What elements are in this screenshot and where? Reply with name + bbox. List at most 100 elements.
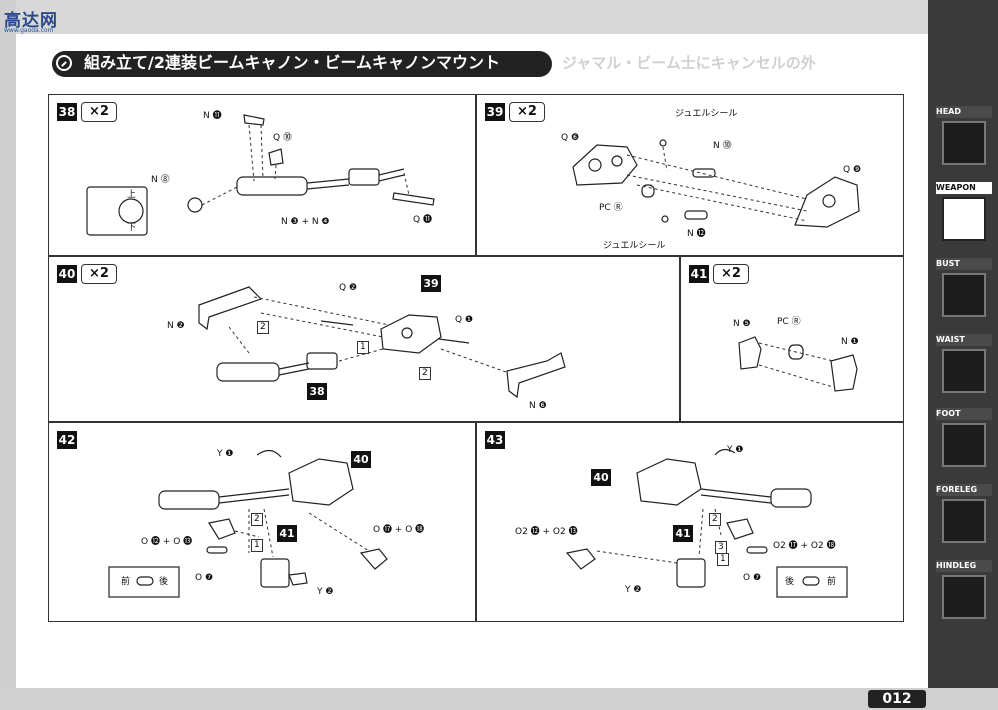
part-label-q11: Q ⓫ bbox=[413, 215, 432, 225]
tab-label: FOOT bbox=[936, 408, 992, 420]
title-bar bbox=[52, 51, 552, 77]
step-39-diagram bbox=[572, 139, 860, 228]
jewel-seal-label-top: ジュエルシール bbox=[675, 109, 738, 119]
callout-2a: 2 bbox=[257, 321, 269, 334]
part-label-o2-12-o2-13: O2 ⓬ + O2 ⓭ bbox=[515, 527, 578, 537]
step-40-panel: 40 ×2 Q ❷ Q ❶ N ❷ N ❻ 39 38 1 2 2 bbox=[48, 256, 680, 422]
step-38-panel: 38 ×2 N ⓫ Q ⓾ N ⓼ N ❸ + N ❹ Q ⓫ 上 下 bbox=[48, 94, 476, 256]
gear-icon bbox=[56, 55, 72, 71]
step-ref-40: 40 bbox=[351, 451, 371, 468]
sidebar-tab-hindleg[interactable]: HINDLEG bbox=[936, 560, 992, 624]
hindleg-icon bbox=[942, 575, 986, 619]
step-43-diagram bbox=[565, 448, 848, 598]
head-icon bbox=[942, 121, 986, 165]
step-number: 38 bbox=[57, 103, 77, 121]
step-39-panel: 39 ×2 ジュエルシール Q ❻ N ⓾ Q ❾ PC Ⓡ N ⓬ ジュエルシ… bbox=[476, 94, 904, 256]
part-label-q2: Q ❷ bbox=[339, 283, 358, 293]
site-logo: 高达网 bbox=[4, 11, 58, 31]
part-label-o7: O ❼ bbox=[195, 573, 214, 583]
part-label-pc-r: PC Ⓡ bbox=[599, 203, 623, 213]
top-frame-band bbox=[0, 0, 998, 34]
tab-label: WEAPON bbox=[936, 182, 992, 194]
tab-label: FORELEG bbox=[936, 484, 992, 496]
weapon-icon bbox=[942, 197, 986, 241]
orientation-up-label: 上 bbox=[127, 190, 137, 200]
step-ref-41: 41 bbox=[277, 525, 297, 542]
foreleg-icon bbox=[942, 499, 986, 543]
step-41-diagram bbox=[738, 336, 858, 392]
step-number: 43 bbox=[485, 431, 505, 449]
part-label-o2-17-o2-18: O2 ⓱ + O2 ⓲ bbox=[773, 541, 836, 551]
quantity-badge: ×2 bbox=[509, 102, 545, 122]
tab-label: HINDLEG bbox=[936, 560, 992, 572]
part-label-n10: N ⓾ bbox=[713, 141, 732, 151]
sidebar-tab-foreleg[interactable]: FORELEG bbox=[936, 484, 992, 548]
site-url: www.gaoda.com bbox=[4, 27, 54, 34]
waist-icon bbox=[942, 349, 986, 393]
foot-icon bbox=[942, 423, 986, 467]
sidebar-tab-head[interactable]: HEAD bbox=[936, 106, 992, 170]
sidebar-tab-bust[interactable]: BUST bbox=[936, 258, 992, 322]
step-number: 39 bbox=[485, 103, 505, 121]
page-number: 012 bbox=[868, 690, 926, 708]
step-number: 41 bbox=[689, 265, 709, 283]
part-label-n2: N ❷ bbox=[167, 321, 185, 331]
callout-2: 2 bbox=[251, 513, 263, 526]
quantity-badge: ×2 bbox=[81, 102, 117, 122]
direction-front-label: 前 bbox=[121, 577, 131, 587]
callout-2b: 2 bbox=[419, 367, 431, 380]
orientation-down-label: 下 bbox=[127, 223, 137, 233]
callout-1: 1 bbox=[251, 539, 263, 552]
step-43-panel: 43 Y ❶ 40 41 O2 ⓬ + O2 ⓭ O2 ⓱ + O2 ⓲ O ❼… bbox=[476, 422, 904, 622]
step-ref-40: 40 bbox=[591, 469, 611, 486]
step-41-panel: 41 ×2 N ❺ PC Ⓡ N ❶ bbox=[680, 256, 904, 422]
part-label-pc-r: PC Ⓡ bbox=[777, 317, 801, 327]
page-title: 組み立て/2連装ビームキャノン・ビームキャノンマウント bbox=[84, 53, 501, 72]
tab-label: BUST bbox=[936, 258, 992, 270]
jewel-seal-label-bottom: ジュエルシール bbox=[603, 241, 666, 251]
direction-back-label: 後 bbox=[785, 577, 795, 587]
direction-back-label: 後 bbox=[159, 577, 169, 587]
part-label-y2: Y ❷ bbox=[317, 587, 334, 597]
part-label-n11: N ⓫ bbox=[203, 111, 222, 121]
part-label-n1: N ❶ bbox=[841, 337, 859, 347]
step-number: 42 bbox=[57, 431, 77, 449]
tab-label: HEAD bbox=[936, 106, 992, 118]
sidebar-tab-weapon[interactable]: WEAPON bbox=[936, 182, 992, 246]
part-label-y2: Y ❷ bbox=[625, 585, 642, 595]
mirrored-title-ghost: ジャマル・ビーム士にキャンセルの外 bbox=[562, 54, 816, 72]
part-label-n8: N ⓼ bbox=[151, 175, 170, 185]
tab-label: WAIST bbox=[936, 334, 992, 346]
sidebar-tab-foot[interactable]: FOOT bbox=[936, 408, 992, 472]
part-label-q10: Q ⓾ bbox=[273, 133, 292, 143]
part-label-n12: N ⓬ bbox=[687, 229, 706, 239]
part-label-q1: Q ❶ bbox=[455, 315, 474, 325]
direction-front-label: 前 bbox=[827, 577, 837, 587]
step-42-panel: 42 Y ❶ 40 41 O ⓬ + O ⓭ O ⓱ + O ⓲ O ❼ Y ❷… bbox=[48, 422, 476, 622]
part-label-o17-o18: O ⓱ + O ⓲ bbox=[373, 525, 425, 535]
part-label-y1: Y ❶ bbox=[727, 445, 744, 455]
step-38-diagram bbox=[86, 114, 435, 236]
sidebar-tab-waist[interactable]: WAIST bbox=[936, 334, 992, 398]
part-label-n6: N ❻ bbox=[529, 401, 547, 411]
part-label-o7: O ❼ bbox=[743, 573, 762, 583]
step-ref-41: 41 bbox=[673, 525, 693, 542]
step-ref-38: 38 bbox=[307, 383, 327, 400]
part-label-q9: Q ❾ bbox=[843, 165, 862, 175]
part-label-n3-n4: N ❸ + N ❹ bbox=[281, 217, 330, 227]
bottom-frame-band bbox=[0, 688, 998, 710]
step-42-diagram bbox=[108, 449, 388, 598]
part-label-o12-o13: O ⓬ + O ⓭ bbox=[141, 537, 193, 547]
quantity-badge: ×2 bbox=[713, 264, 749, 284]
step-number: 40 bbox=[57, 265, 77, 283]
part-label-q6: Q ❻ bbox=[561, 133, 580, 143]
quantity-badge: ×2 bbox=[81, 264, 117, 284]
callout-3: 3 bbox=[715, 541, 727, 554]
left-frame-band bbox=[0, 0, 16, 710]
callout-2: 2 bbox=[709, 513, 721, 526]
callout-1: 1 bbox=[357, 341, 369, 354]
part-label-n5: N ❺ bbox=[733, 319, 751, 329]
bust-icon bbox=[942, 273, 986, 317]
step-ref-39: 39 bbox=[421, 275, 441, 292]
step-40-diagram bbox=[198, 286, 566, 399]
